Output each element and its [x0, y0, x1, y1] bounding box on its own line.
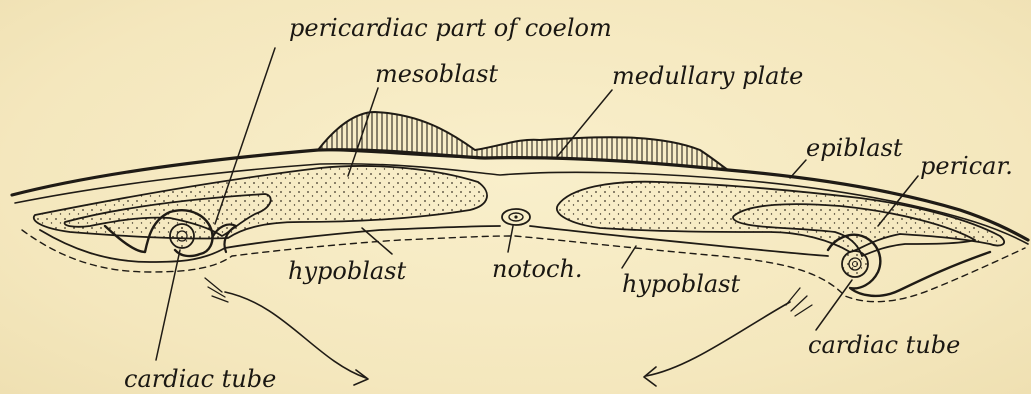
leader-cardiac-tube-left — [156, 250, 180, 360]
medullary-plate — [318, 112, 728, 170]
label-epiblast: epiblast — [806, 134, 903, 162]
left-hypoblast-dashed — [22, 230, 510, 272]
label-cardiac-tube-right: cardiac tube — [808, 331, 960, 359]
label-hypoblast-right: hypoblast — [622, 270, 740, 298]
notochord — [502, 209, 530, 225]
label-pericar: pericar. — [920, 152, 1013, 180]
right-cardiac-tube — [842, 251, 868, 277]
label-medullary-plate: medullary plate — [612, 62, 803, 90]
label-cardiac-tube-left: cardiac tube — [124, 365, 276, 393]
right-curved-arrow — [644, 288, 812, 386]
label-mesoblast: mesoblast — [375, 60, 498, 88]
right-mesoblast — [557, 182, 1004, 252]
label-pericardiac-part-of-coelom: pericardiac part of coelom — [289, 14, 612, 42]
label-hypoblast-left: hypoblast — [288, 257, 406, 285]
leader-notoch — [508, 226, 513, 252]
leader-hypoblast-right — [622, 246, 636, 268]
leader-cardiac-tube-right — [816, 280, 852, 330]
leader-epiblast — [790, 160, 806, 178]
label-notoch: notoch. — [492, 255, 583, 283]
left-cardiac-tube — [170, 224, 194, 248]
